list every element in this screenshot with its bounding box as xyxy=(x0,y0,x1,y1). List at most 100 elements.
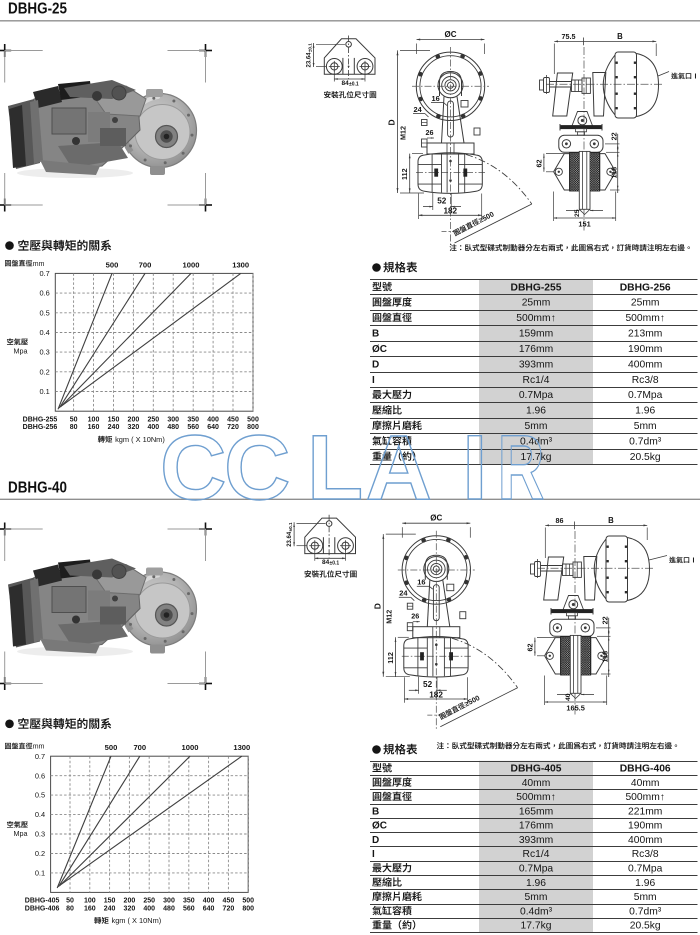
svg-text:393mm: 393mm xyxy=(519,359,553,370)
svg-text:5mm: 5mm xyxy=(525,892,548,903)
svg-text:DBHG-256: DBHG-256 xyxy=(23,424,58,431)
svg-text:40: 40 xyxy=(565,693,572,701)
svg-text:112: 112 xyxy=(400,168,409,180)
svg-text:190mm: 190mm xyxy=(628,821,662,832)
svg-text:400: 400 xyxy=(143,905,155,912)
svg-text:190mm: 190mm xyxy=(628,344,662,355)
svg-text:400mm: 400mm xyxy=(628,359,662,370)
svg-text:±0.1: ±0.1 xyxy=(288,522,293,531)
svg-text:Rc1/4: Rc1/4 xyxy=(523,375,550,386)
svg-text:350: 350 xyxy=(183,898,195,905)
svg-text:0.7: 0.7 xyxy=(40,269,50,278)
svg-text:DBHG-255: DBHG-255 xyxy=(23,417,58,424)
svg-text:165.5: 165.5 xyxy=(566,704,585,713)
svg-text:176mm: 176mm xyxy=(519,821,553,832)
svg-text:ØC: ØC xyxy=(430,514,442,523)
svg-text:350: 350 xyxy=(187,417,199,424)
svg-text:0.3: 0.3 xyxy=(40,348,50,357)
svg-text:393mm: 393mm xyxy=(519,835,553,846)
svg-text:500mm↑: 500mm↑ xyxy=(625,313,664,324)
svg-text:I: I xyxy=(372,849,375,860)
svg-text:0.5: 0.5 xyxy=(40,308,50,317)
svg-text:0.5: 0.5 xyxy=(35,791,45,800)
svg-text:ØC: ØC xyxy=(372,821,387,832)
svg-text:250: 250 xyxy=(143,898,155,905)
svg-text:0.6: 0.6 xyxy=(40,289,50,298)
svg-text:250: 250 xyxy=(147,417,159,424)
svg-text:5mm: 5mm xyxy=(634,892,657,903)
svg-text:0.2: 0.2 xyxy=(35,849,45,858)
svg-text:0.3: 0.3 xyxy=(35,830,45,839)
svg-text:B: B xyxy=(617,32,623,41)
svg-text:50: 50 xyxy=(70,417,78,424)
svg-text:D: D xyxy=(372,359,379,370)
svg-text:0.6: 0.6 xyxy=(35,771,45,780)
svg-text:16: 16 xyxy=(432,94,440,103)
svg-text:B: B xyxy=(372,329,379,340)
svg-text:0.1: 0.1 xyxy=(35,869,45,878)
svg-text:24: 24 xyxy=(399,589,408,598)
svg-text:200: 200 xyxy=(124,898,136,905)
svg-text:118: 118 xyxy=(601,651,610,663)
svg-text:150: 150 xyxy=(104,898,116,905)
svg-text:0.7: 0.7 xyxy=(35,752,45,761)
svg-text:182: 182 xyxy=(429,690,443,699)
svg-text:D: D xyxy=(372,835,379,846)
svg-text:mm: mm xyxy=(33,261,45,268)
svg-text:62: 62 xyxy=(526,644,535,652)
svg-text:480: 480 xyxy=(163,905,175,912)
svg-text:500: 500 xyxy=(105,743,118,752)
svg-text:0.7Mpa: 0.7Mpa xyxy=(519,864,554,875)
svg-text:320: 320 xyxy=(128,424,140,431)
svg-text:450: 450 xyxy=(227,417,239,424)
svg-text:23.64: 23.64 xyxy=(287,531,293,547)
svg-text:5mm: 5mm xyxy=(525,421,548,432)
svg-text:D: D xyxy=(387,119,397,125)
svg-text:≥500: ≥500 xyxy=(477,209,495,224)
svg-text:17.7kg: 17.7kg xyxy=(521,452,552,463)
svg-text:mm: mm xyxy=(33,744,45,751)
svg-text:0.7Mpa: 0.7Mpa xyxy=(628,390,663,401)
svg-text:1.96: 1.96 xyxy=(635,406,655,417)
svg-text:1000: 1000 xyxy=(182,743,199,752)
svg-text:16: 16 xyxy=(417,578,425,587)
svg-text:100: 100 xyxy=(84,898,96,905)
svg-text:0.7Mpa: 0.7Mpa xyxy=(628,864,663,875)
svg-text:1.96: 1.96 xyxy=(526,878,546,889)
svg-text:kgm ( X 10Nm): kgm ( X 10Nm) xyxy=(112,916,162,925)
svg-text:500mm↑: 500mm↑ xyxy=(516,313,555,324)
svg-text:700: 700 xyxy=(133,743,146,752)
svg-text:640: 640 xyxy=(203,905,215,912)
svg-text:450: 450 xyxy=(223,898,235,905)
svg-text:500mm↑: 500mm↑ xyxy=(516,792,555,803)
svg-text:213mm: 213mm xyxy=(628,329,662,340)
svg-text:1.96: 1.96 xyxy=(526,406,546,417)
svg-text:52: 52 xyxy=(423,680,433,689)
svg-text:500: 500 xyxy=(106,260,119,269)
svg-text:kgm ( X 10Nm): kgm ( X 10Nm) xyxy=(115,435,165,444)
svg-text:0.4: 0.4 xyxy=(35,810,45,819)
svg-text:0.1: 0.1 xyxy=(40,387,50,396)
svg-text:25mm: 25mm xyxy=(522,298,551,309)
svg-text:I: I xyxy=(695,74,697,81)
svg-text:700: 700 xyxy=(139,260,152,269)
svg-text:112: 112 xyxy=(386,652,395,664)
svg-text:500: 500 xyxy=(247,417,259,424)
svg-text:150: 150 xyxy=(108,417,120,424)
svg-text:26: 26 xyxy=(411,612,419,621)
svg-text:C: C xyxy=(224,417,290,519)
svg-text:640: 640 xyxy=(207,424,219,431)
svg-text:17.7kg: 17.7kg xyxy=(521,921,552,932)
svg-text:151: 151 xyxy=(578,220,590,229)
svg-text:0.2: 0.2 xyxy=(40,367,50,376)
svg-text:26: 26 xyxy=(426,128,434,137)
svg-text:400mm: 400mm xyxy=(628,835,662,846)
svg-text:159mm: 159mm xyxy=(519,329,553,340)
svg-text:Rc3/8: Rc3/8 xyxy=(632,375,659,386)
svg-text:0.7dm³: 0.7dm³ xyxy=(629,437,662,448)
svg-text:182: 182 xyxy=(443,207,457,216)
svg-text:560: 560 xyxy=(187,424,199,431)
svg-text:240: 240 xyxy=(104,905,116,912)
svg-text:86: 86 xyxy=(556,516,564,525)
svg-text:0.4dm³: 0.4dm³ xyxy=(520,437,553,448)
